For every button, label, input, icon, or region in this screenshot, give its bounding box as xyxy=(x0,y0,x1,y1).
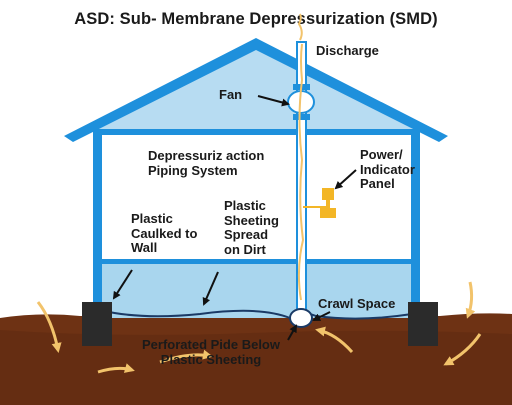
left-footing xyxy=(82,302,112,346)
fan-label: Fan xyxy=(219,87,243,102)
soil-gas-arrow-5 xyxy=(465,281,476,319)
power-label-line3: Panel xyxy=(360,176,395,192)
sheeting-label-line2: Sheeting xyxy=(224,212,279,228)
floor xyxy=(102,259,411,264)
caulked-label: Plastic Caulked to Wall xyxy=(131,211,198,256)
diagram-title: ASD: Sub- Membrane Depressurization (SMD… xyxy=(74,10,438,28)
caulked-label-line1: Plastic xyxy=(131,211,173,226)
power-pointer xyxy=(334,169,357,190)
sheeting-label-line4: on Dirt xyxy=(224,241,266,257)
sheeting-label-line1: Plastic xyxy=(224,198,266,213)
soil-gas-arrow-6 xyxy=(443,333,482,366)
piping-label-line1: Depressuriz action xyxy=(148,148,265,163)
perforated-label-line1: Perforated Pide Below xyxy=(142,337,280,352)
sheeting-label: Plastic Sheeting Spread on Dirt xyxy=(224,198,279,257)
perforated-label-line2: Plastic Sheeting xyxy=(160,351,262,367)
soil-gas-arrow-1 xyxy=(36,301,62,353)
plastic-sheeting xyxy=(99,264,413,320)
discharge-label: Discharge xyxy=(316,43,379,58)
crawl-pointer xyxy=(312,311,331,321)
fan-pointer xyxy=(257,95,290,107)
right-wall xyxy=(411,132,420,320)
soil-gas-arrow-4 xyxy=(315,326,354,353)
power-panel-label: Power/ Indicator Panel xyxy=(360,147,415,192)
crawl-space-label: Crawl Space xyxy=(318,296,396,311)
power-label-line2: Indicator xyxy=(360,161,415,177)
soil-gas-arrow-2 xyxy=(159,349,213,364)
sheeting-pointer xyxy=(202,271,219,306)
airflow-in-pipe xyxy=(297,43,305,301)
attic-space xyxy=(92,48,420,132)
perforated-label: Perforated Pide Below Plastic Sheeting xyxy=(142,337,280,367)
piping-label: Depressuriz action Piping System xyxy=(148,148,265,178)
caulked-pointer xyxy=(112,269,133,300)
power-label-line1: Power/ xyxy=(360,147,403,162)
right-footing xyxy=(408,302,438,346)
perforated-pointer xyxy=(287,324,297,341)
caulked-label-line3: Wall xyxy=(131,240,158,256)
soil-gas-arrow-3 xyxy=(97,363,135,374)
perforated-pipe xyxy=(289,308,313,328)
ceiling xyxy=(93,129,420,135)
airflow-discharge xyxy=(297,13,303,41)
caulked-label-line2: Caulked to xyxy=(131,225,198,241)
crawl-space xyxy=(97,264,415,318)
power-panel-icon xyxy=(303,188,336,218)
sheeting-label-line3: Spread xyxy=(224,227,269,243)
piping-label-line2: Piping System xyxy=(148,162,238,178)
soil-shadow xyxy=(0,330,512,405)
left-wall xyxy=(93,132,102,320)
